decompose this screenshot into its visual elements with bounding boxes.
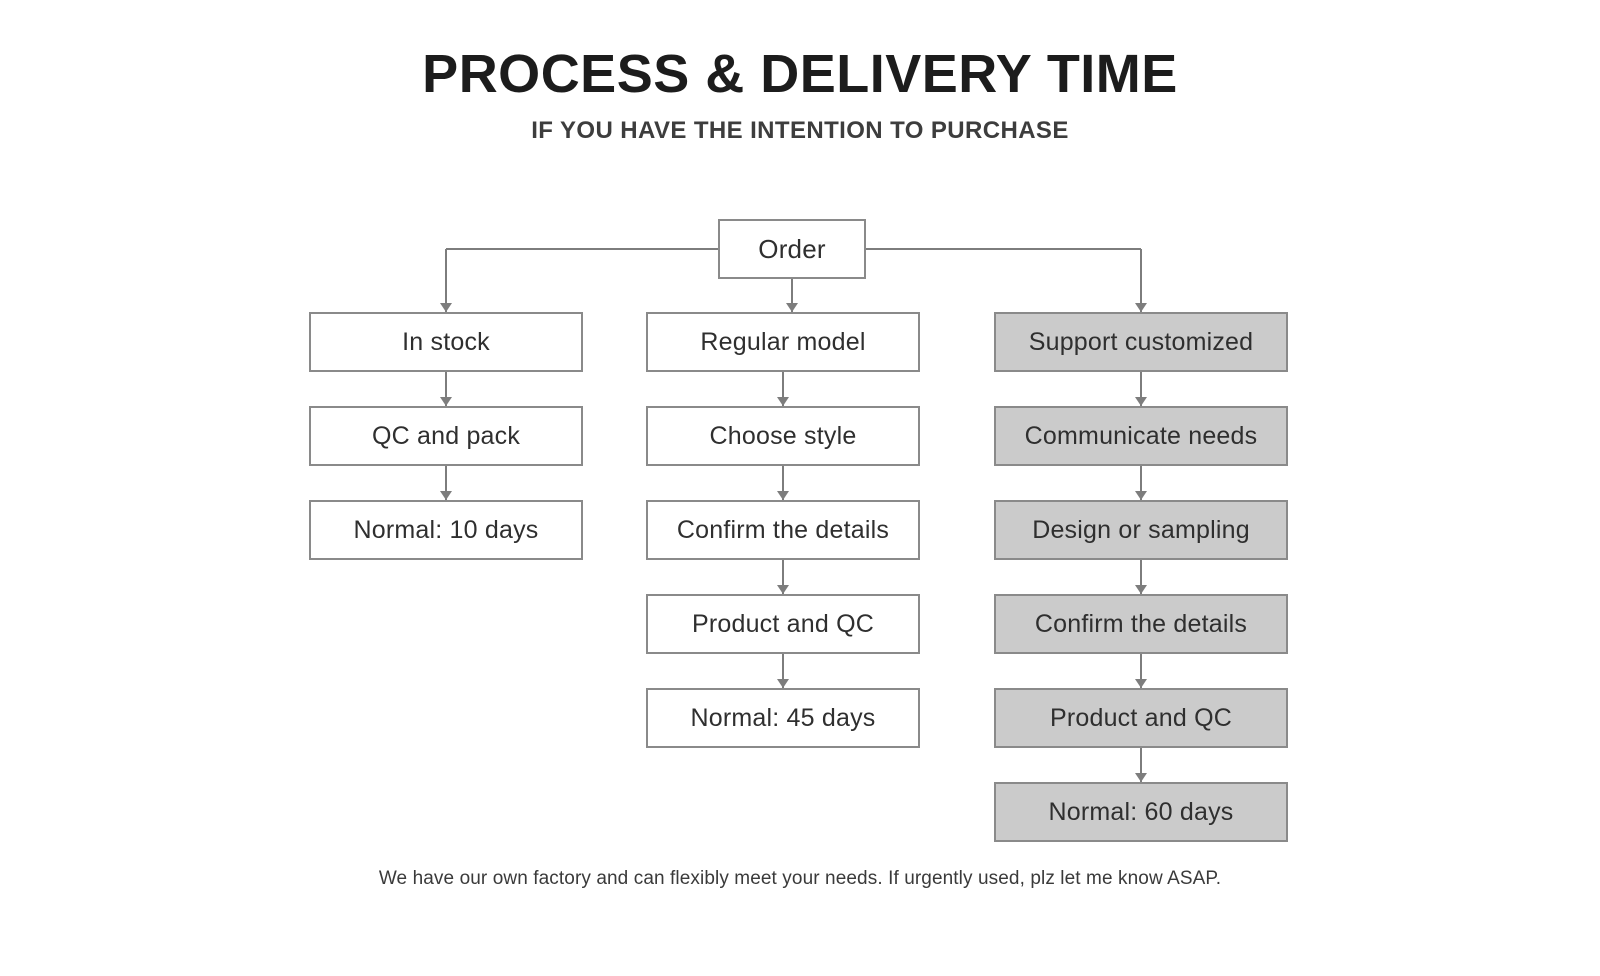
connector-regular-model-0-to-1 [782,372,784,406]
page-title: PROCESS & DELIVERY TIME [422,44,1178,104]
arrowhead-in-stock-2 [440,491,452,500]
node-support-customized-2[interactable]: Design or sampling [994,500,1288,560]
node-support-customized-5[interactable]: Normal: 60 days [994,782,1288,842]
arrowhead-support-customized-3 [1135,585,1147,594]
footer-note: We have our own factory and can flexibly… [378,868,1222,889]
node-regular-model-1[interactable]: Choose style [646,406,920,466]
node-regular-model-2[interactable]: Confirm the details [646,500,920,560]
connector-regular-model-1-to-2 [782,466,784,500]
node-support-customized-3[interactable]: Confirm the details [994,594,1288,654]
connector-bus-right [866,248,1141,250]
node-support-customized-0[interactable]: Support customized [994,312,1288,372]
node-support-customized-4[interactable]: Product and QC [994,688,1288,748]
arrowhead-left [440,303,452,312]
connector-in-stock-1-to-2 [445,466,447,500]
connector-regular-model-2-to-3 [782,560,784,594]
arrowhead-in-stock-1 [440,397,452,406]
arrowhead-center [786,303,798,312]
node-in-stock-0[interactable]: In stock [309,312,583,372]
node-order[interactable]: Order [718,219,866,279]
connector-bus-left [446,248,718,250]
connector-support-customized-3-to-4 [1140,654,1142,688]
arrowhead-support-customized-1 [1135,397,1147,406]
connector-regular-model-3-to-4 [782,654,784,688]
connector-support-customized-1-to-2 [1140,466,1142,500]
header: PROCESS & DELIVERY TIME IF YOU HAVE THE … [0,46,1600,145]
connector-support-customized-0-to-1 [1140,372,1142,406]
arrowhead-regular-model-1 [777,397,789,406]
node-in-stock-1[interactable]: QC and pack [309,406,583,466]
node-support-customized-1[interactable]: Communicate needs [994,406,1288,466]
connector-support-customized-2-to-3 [1140,560,1142,594]
arrowhead-regular-model-2 [777,491,789,500]
arrowhead-regular-model-3 [777,585,789,594]
arrowhead-regular-model-4 [777,679,789,688]
node-regular-model-3[interactable]: Product and QC [646,594,920,654]
connector-drop-left [445,249,447,312]
arrowhead-support-customized-2 [1135,491,1147,500]
connector-in-stock-0-to-1 [445,372,447,406]
arrowhead-support-customized-4 [1135,679,1147,688]
connector-support-customized-4-to-5 [1140,748,1142,782]
connector-drop-center [791,279,793,312]
node-in-stock-2[interactable]: Normal: 10 days [309,500,583,560]
node-regular-model-4[interactable]: Normal: 45 days [646,688,920,748]
page-subtitle: IF YOU HAVE THE INTENTION TO PURCHASE [531,116,1069,144]
node-regular-model-0[interactable]: Regular model [646,312,920,372]
connector-drop-right [1140,249,1142,312]
arrowhead-support-customized-5 [1135,773,1147,782]
arrowhead-right [1135,303,1147,312]
